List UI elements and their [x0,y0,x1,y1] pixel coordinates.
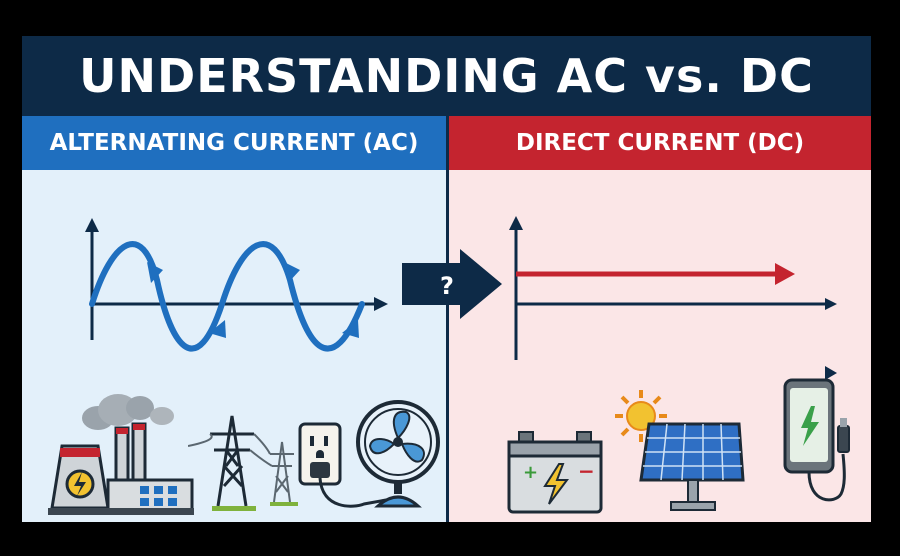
dc-lower-axis-arrow [825,366,837,380]
smartphone-charger-icon [783,378,850,502]
page-title: UNDERSTANDING AC vs. DC [79,49,814,103]
ac-panel: ALTERNATING CURRENT (AC) [22,116,446,522]
ac-header: ALTERNATING CURRENT (AC) [22,116,446,170]
infographic-frame: UNDERSTANDING AC vs. DC ALTERNATING CURR… [22,36,871,522]
ac-sine-wave [89,241,365,352]
solar-panel-icon [615,390,745,511]
dc-x-axis [516,298,837,310]
electric-fan-icon [356,400,440,508]
wall-outlet-icon [298,422,342,486]
dc-header: DIRECT CURRENT (DC) [449,116,871,170]
transmission-tower-icon [188,415,298,511]
ac-sine-graph [85,218,388,352]
svg-text:−: − [578,459,595,483]
question-mark: ? [440,272,454,300]
dc-panel: DIRECT CURRENT (DC) [449,116,871,522]
dc-y-axis [509,216,523,360]
ac-x-axis [92,297,388,311]
panel-divider [446,116,449,522]
comparison-arrow-icon [402,249,502,319]
ac-y-axis [85,218,99,340]
car-battery-icon: + − [507,431,603,514]
ac-flow-arrows [147,262,359,338]
outlet-and-fan-icons [298,400,440,508]
svg-text:+: + [523,462,538,483]
dc-flat-line-graph [509,216,837,360]
power-plant-icon [48,394,194,515]
dc-current-line [516,263,795,285]
